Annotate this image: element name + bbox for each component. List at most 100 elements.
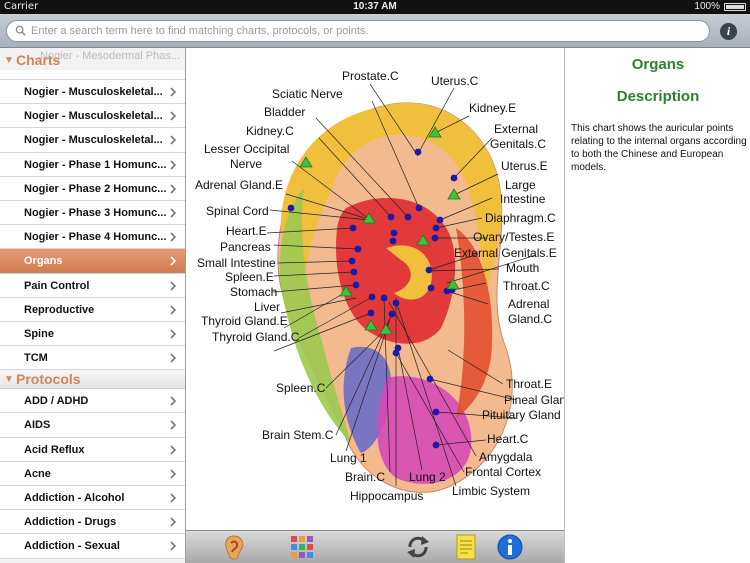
acupoint-dot[interactable] (352, 281, 360, 289)
point-label[interactable]: Thyroid Gland.C (212, 330, 300, 344)
point-label[interactable]: Diaphragm.C (485, 211, 556, 225)
sidebar-chart-item[interactable]: Nogier - Phase 2 Homunc... (0, 176, 185, 201)
point-label[interactable]: Adrenal Gland.E (195, 178, 284, 192)
point-label[interactable]: Frontal Cortex (465, 465, 542, 479)
acupoint-dot[interactable] (432, 408, 440, 416)
point-label[interactable]: Gland.C (508, 312, 553, 326)
point-label[interactable]: Hippocampus (350, 489, 424, 503)
acupoint-dot[interactable] (432, 224, 440, 232)
point-label[interactable]: Small Intestine (197, 256, 276, 270)
grid-icon[interactable] (288, 533, 316, 561)
point-label[interactable]: Heart.C (487, 432, 529, 446)
info-button[interactable]: i (720, 23, 737, 40)
point-label[interactable]: Amygdala (479, 450, 533, 464)
acupoint-dot[interactable] (427, 284, 435, 292)
sidebar-chart-item[interactable]: Nogier - Phase 1 Homunc... (0, 152, 185, 177)
point-label[interactable]: Kidney.E (469, 101, 517, 115)
acupoint-dot[interactable] (431, 234, 439, 242)
point-label[interactable]: Uterus.C (431, 74, 479, 88)
point-label[interactable]: Bladder (264, 105, 306, 119)
point-label[interactable]: Spleen.C (276, 381, 326, 395)
point-label[interactable]: Genitals.C (490, 137, 547, 151)
sidebar-chart-item[interactable]: TCM (0, 346, 185, 371)
section-header-protocols[interactable]: ▼ Protocols (0, 370, 185, 390)
acupoint-dot[interactable] (392, 299, 400, 307)
point-label[interactable]: Sciatic Nerve (272, 87, 343, 101)
acupoint-dot[interactable] (390, 229, 398, 237)
point-label[interactable]: Throat.E (506, 377, 553, 391)
search-field[interactable] (6, 20, 710, 42)
point-label[interactable]: Stomach (230, 285, 278, 299)
point-label[interactable]: Throat.C (503, 279, 550, 293)
acupoint-dot[interactable] (354, 245, 362, 253)
point-label[interactable]: External (494, 122, 539, 136)
sidebar-chart-item[interactable]: Nogier - Musculoskeletal... (0, 104, 185, 129)
acupoint-dot[interactable] (368, 293, 376, 301)
acupoint-dot[interactable] (436, 216, 444, 224)
sidebar-protocol-item[interactable]: AIDS (0, 413, 185, 438)
acupoint-dot[interactable] (415, 204, 423, 212)
point-label[interactable]: Nerve (230, 157, 263, 171)
point-label[interactable]: Heart.E (226, 224, 267, 238)
acupoint-dot[interactable] (348, 257, 356, 265)
acupoint-dot[interactable] (380, 294, 388, 302)
sidebar-chart-item[interactable]: Nogier - Musculoskeletal... (0, 128, 185, 153)
acupoint-dot[interactable] (388, 310, 396, 318)
point-label[interactable]: Prostate.C (342, 69, 399, 83)
point-label[interactable]: Brain.C (345, 470, 386, 484)
sidebar-chart-item[interactable]: Nogier - Musculoskeletal... (0, 80, 185, 105)
search-input[interactable] (31, 21, 701, 41)
sidebar-protocol-item[interactable]: Acne (0, 461, 185, 486)
acupoint-dot[interactable] (367, 309, 375, 317)
point-label[interactable]: Spinal Cord (206, 204, 269, 218)
acupoint-dot[interactable] (349, 224, 357, 232)
note-icon[interactable] (452, 533, 480, 561)
ear-icon[interactable] (220, 533, 248, 561)
acupoint-triangle[interactable] (428, 126, 442, 138)
point-label[interactable]: Intestine (500, 192, 546, 206)
info-icon[interactable] (496, 533, 524, 561)
acupoint-triangle[interactable] (362, 212, 376, 224)
point-label[interactable]: Lesser Occipital (204, 142, 290, 156)
point-label[interactable]: Pancreas (220, 240, 271, 254)
point-label[interactable]: Ovary/Testes.E (473, 230, 555, 244)
point-label[interactable]: Limbic System (452, 484, 531, 498)
point-label[interactable]: Mouth (506, 261, 540, 275)
acupoint-dot[interactable] (404, 213, 412, 221)
point-label[interactable]: Adrenal (508, 297, 550, 311)
point-label[interactable]: Pituitary Gland (482, 408, 561, 422)
point-label[interactable]: Lung 1 (330, 451, 367, 465)
point-label[interactable]: Lung 2 (409, 470, 446, 484)
acupoint-triangle[interactable] (299, 156, 313, 168)
point-label[interactable]: Pineal Gland (504, 393, 564, 407)
acupoint-dot[interactable] (432, 441, 440, 449)
acupoint-triangle[interactable] (339, 285, 353, 297)
acupoint-dot[interactable] (426, 375, 434, 383)
sidebar-chart-item[interactable]: Reproductive (0, 297, 185, 322)
acupoint-dot[interactable] (450, 174, 458, 182)
acupoint-dot[interactable] (350, 268, 358, 276)
acupoint-triangle[interactable] (364, 319, 378, 331)
acupoint-dot[interactable] (287, 204, 295, 212)
acupoint-triangle[interactable] (379, 323, 393, 335)
point-label[interactable]: Brain Stem.C (262, 428, 334, 442)
point-label[interactable]: Thyroid Gland.E (201, 314, 288, 328)
acupoint-triangle[interactable] (416, 234, 430, 246)
acupoint-dot[interactable] (414, 148, 422, 156)
section-header-charts[interactable]: ▼ Charts (0, 51, 185, 70)
refresh-icon[interactable] (404, 533, 432, 561)
sidebar[interactable]: Nogier - Mesodermal Phas... ▼ Charts Nog… (0, 48, 186, 563)
sidebar-chart-item[interactable]: Nogier - Phase 4 Homunc... (0, 225, 185, 250)
sidebar-protocol-item[interactable]: Addiction - Alcohol (0, 486, 185, 511)
sidebar-chart-item[interactable]: Organs (0, 249, 185, 274)
acupoint-dot[interactable] (425, 266, 433, 274)
sidebar-chart-item[interactable]: Spine (0, 321, 185, 347)
point-label[interactable]: Large (505, 178, 536, 192)
acupoint-dot[interactable] (387, 213, 395, 221)
sidebar-protocol-item[interactable]: Addiction - Drugs (0, 510, 185, 535)
acupoint-triangle[interactable] (447, 188, 461, 200)
point-label[interactable]: Uterus.E (501, 159, 548, 173)
point-label[interactable]: Liver (254, 300, 281, 314)
point-label[interactable]: Spleen.E (225, 270, 274, 284)
point-label[interactable]: External Genitals.E (454, 246, 557, 260)
